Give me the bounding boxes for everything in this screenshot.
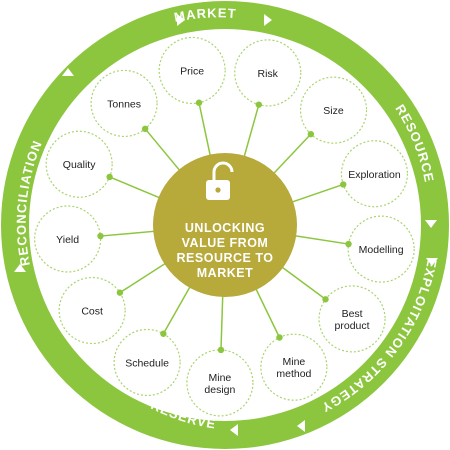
connector-dot [322, 296, 329, 303]
node-circle [45, 130, 113, 198]
node-circle [113, 328, 181, 397]
node-circle [299, 76, 368, 144]
node-label: Price [180, 65, 204, 77]
ring-arrows [14, 14, 438, 436]
node-label: Tonnes [107, 98, 141, 110]
node-label: method [276, 368, 311, 380]
node-circle [318, 285, 386, 353]
node-circle [158, 36, 226, 105]
connector-dot [195, 99, 203, 106]
node-modelling: Modelling [345, 215, 415, 283]
node-label: Modelling [359, 244, 404, 256]
arrow-icon [264, 14, 272, 26]
nodes: Price RiskSizeExplorationModellingBestpro… [34, 36, 415, 417]
center-line-3: RESOURCE TO [177, 251, 274, 265]
center-hub: UNLOCKING VALUE FROM RESOURCE TO MARKET [153, 153, 297, 297]
node-circle [186, 349, 254, 417]
node-label: Quality [63, 159, 96, 171]
arrow-icon [426, 258, 438, 266]
node-label: Schedule [125, 357, 169, 369]
ring-label-market: MARKET [173, 5, 237, 25]
connector-dot [217, 346, 225, 354]
node-circle [58, 276, 126, 345]
node-label: Mine [209, 372, 232, 384]
connector-dot [345, 240, 352, 248]
node-label: Risk [258, 68, 279, 80]
node-label: Mine [282, 356, 305, 368]
connector-dot [141, 125, 149, 133]
node-circle [90, 69, 158, 138]
connector-dot [160, 330, 167, 337]
connector-dot [255, 101, 263, 108]
node-label: Cost [81, 306, 103, 318]
node-tonnes: Tonnes [90, 69, 158, 138]
node-label: Size [323, 105, 344, 117]
node-label: Yield [56, 234, 79, 246]
node-label: product [335, 320, 370, 332]
node-label: design [204, 384, 235, 396]
arrow-icon [14, 264, 26, 272]
node-size: Size [299, 76, 368, 144]
connector-dot [276, 334, 283, 341]
node-quality: Quality [45, 130, 113, 198]
node-circle [347, 215, 415, 283]
node-risk: Risk [234, 39, 302, 108]
arrow-icon [177, 14, 185, 26]
connector-dot [97, 232, 104, 240]
center-line-1: UNLOCKING [185, 221, 265, 235]
arrow-icon [62, 68, 74, 76]
connector-dot [340, 181, 347, 188]
connector-dot [307, 130, 315, 138]
arrow-icon [230, 424, 238, 436]
arrow-icon [297, 420, 305, 432]
center-disc [153, 153, 297, 297]
connector-dot [106, 173, 113, 181]
node-schedule: Schedule [113, 328, 181, 397]
center-line-4: MARKET [197, 266, 253, 280]
node-yield: Yield [34, 205, 104, 273]
node-circle [234, 39, 302, 107]
node-label: Exploration [348, 169, 401, 181]
node-circle [260, 333, 328, 401]
center-line-2: VALUE FROM [182, 236, 269, 250]
arrow-icon [425, 220, 437, 228]
node-exploration: Exploration [340, 140, 409, 208]
node-price: Price [158, 36, 226, 106]
node-circle [34, 205, 102, 273]
node-cost: Cost [58, 276, 126, 345]
unlocked-padlock-icon [206, 161, 234, 200]
connector-dot [116, 289, 124, 296]
node-label: Best [342, 308, 363, 320]
node-circle [340, 140, 409, 208]
